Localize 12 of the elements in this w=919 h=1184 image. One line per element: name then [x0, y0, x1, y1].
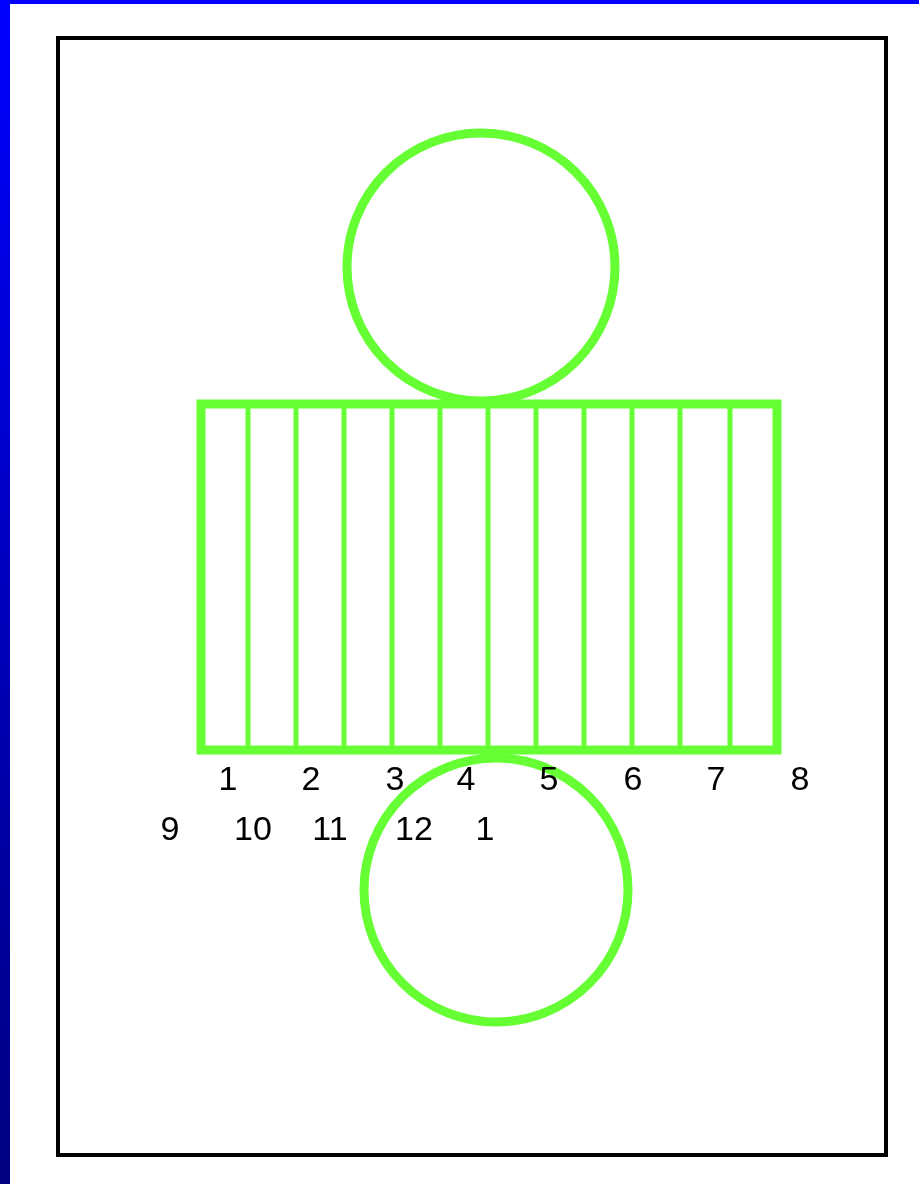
- part-number: 3: [385, 761, 405, 795]
- part-number: 11: [312, 811, 348, 845]
- part-number: 1: [218, 761, 238, 795]
- part-number: 10: [234, 811, 272, 845]
- part-number: 6: [623, 761, 643, 795]
- part-number: 8: [790, 761, 810, 795]
- part-number: 2: [301, 761, 321, 795]
- part-number: 1: [475, 811, 495, 845]
- part-number: 4: [456, 761, 476, 795]
- part-number: 9: [160, 811, 180, 845]
- part-number: 7: [706, 761, 726, 795]
- part-number: 12: [395, 811, 433, 845]
